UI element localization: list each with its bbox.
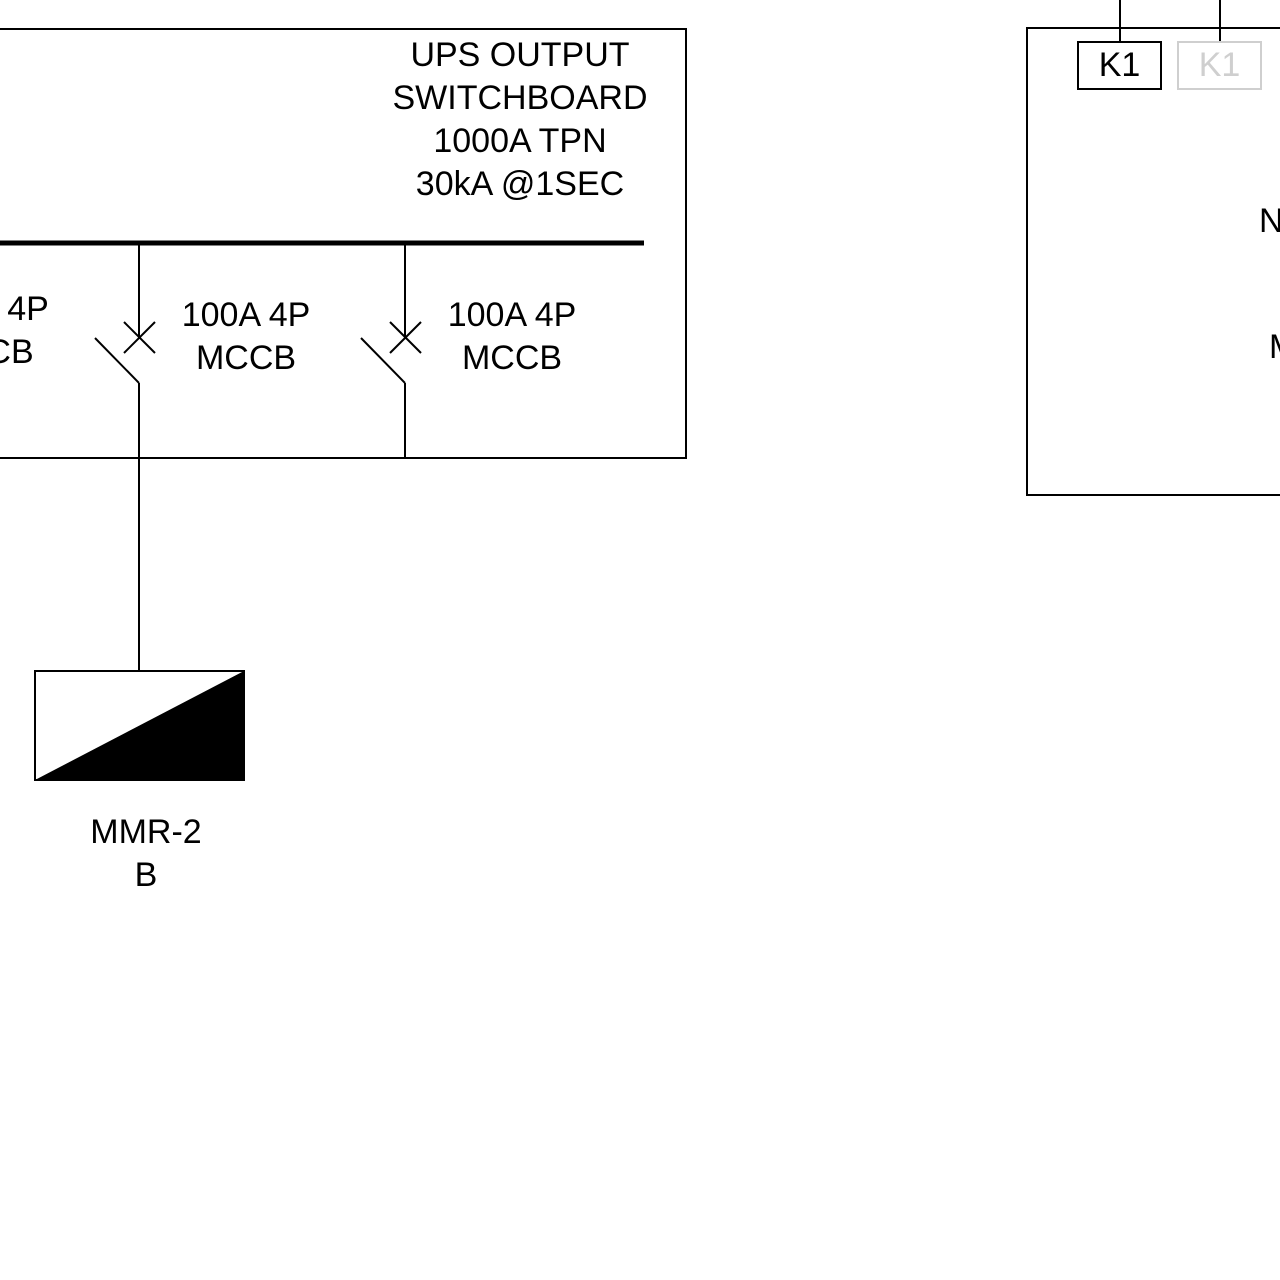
contactor-k1-faded-label: K1	[1199, 46, 1241, 84]
switchboard-title-line-3: 1000A TPN	[433, 122, 606, 160]
right-panel: K1 K1 N M	[1026, 0, 1280, 496]
contactor-k1-label: K1	[1099, 46, 1141, 84]
ups-output-switchboard: UPS OUTPUT SWITCHBOARD 1000A TPN 30kA @1…	[0, 28, 687, 670]
switchboard-title-line-4: 30kA @1SEC	[416, 165, 624, 203]
breaker-2-cross-b	[389, 321, 422, 354]
partial-breaker-type: CB	[0, 333, 34, 371]
contactor-k1-faded: K1	[1177, 0, 1262, 90]
breaker-2-contact-blade	[360, 337, 406, 384]
breaker-1-rating: 100A 4P	[182, 296, 311, 334]
switchboard-title-line-2: SWITCHBOARD	[393, 79, 648, 117]
partial-breaker-rating: 4P	[7, 290, 49, 328]
contactor-k1-active: K1	[1077, 0, 1162, 90]
breaker-1-type: MCCB	[196, 339, 296, 377]
switchboard-title-line-1: UPS OUTPUT	[410, 36, 629, 74]
load-mmr-2-b: MMR-2 B	[34, 670, 245, 894]
switchboard-enclosure	[0, 28, 687, 459]
right-panel-partial-label-1: N	[1259, 202, 1280, 240]
breaker-1-cross-b	[123, 321, 156, 354]
mccb-breaker-2: 100A 4P MCCB	[360, 243, 577, 458]
right-panel-enclosure	[1026, 27, 1280, 496]
load-suffix: B	[135, 856, 158, 894]
breaker-2-rating: 100A 4P	[448, 296, 577, 334]
load-name: MMR-2	[90, 813, 201, 851]
contactor-k1-box	[1077, 41, 1162, 90]
mccb-breaker-1: 100A 4P MCCB	[94, 243, 311, 670]
converter-symbol-fill	[35, 671, 244, 780]
breaker-2-type: MCCB	[462, 339, 562, 377]
breaker-1-contact-blade	[94, 337, 140, 384]
contactor-k1-faded-box	[1177, 41, 1262, 90]
right-panel-partial-label-2: M	[1269, 328, 1280, 366]
